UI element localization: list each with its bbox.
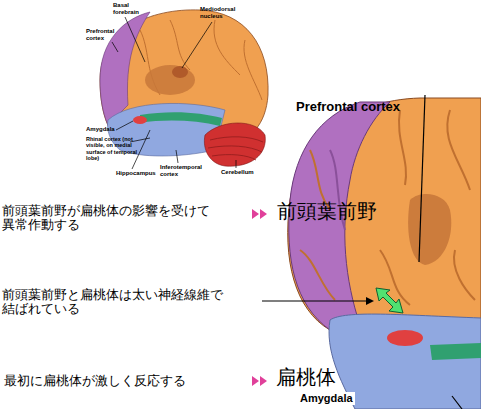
pointer-arrows	[252, 209, 267, 386]
zoomed-brain	[288, 95, 481, 409]
part-label: Prefrontal cortex	[86, 28, 118, 42]
region-label: Prefrontal cortex	[296, 100, 416, 115]
part-label: Mediodorsal nucleus	[200, 6, 240, 20]
part-label: Hippocampus	[116, 170, 160, 177]
region-title: 前頭葉前野	[277, 200, 407, 223]
part-label: Amygdala	[86, 126, 126, 133]
part-label: Basal forebrain	[113, 2, 147, 16]
region-label: Amygdala	[298, 392, 355, 405]
note-text: 最初に扁桃体が激しく反応する	[4, 374, 244, 388]
part-label: Inferotemporal cortex	[160, 164, 200, 178]
note-text: 前頭葉前野と扁桃体は太い神経線維で 結ばれている	[2, 288, 257, 317]
note-text: 前頭葉前野が扁桃体の影響を受けて 異常作動する	[2, 204, 250, 233]
part-label: Cerebellum	[221, 169, 265, 176]
region-title: 扁桃体	[276, 366, 366, 389]
part-label: Rhinal cortex (not visible, on medial su…	[86, 136, 140, 161]
leader-arrow	[262, 297, 374, 305]
